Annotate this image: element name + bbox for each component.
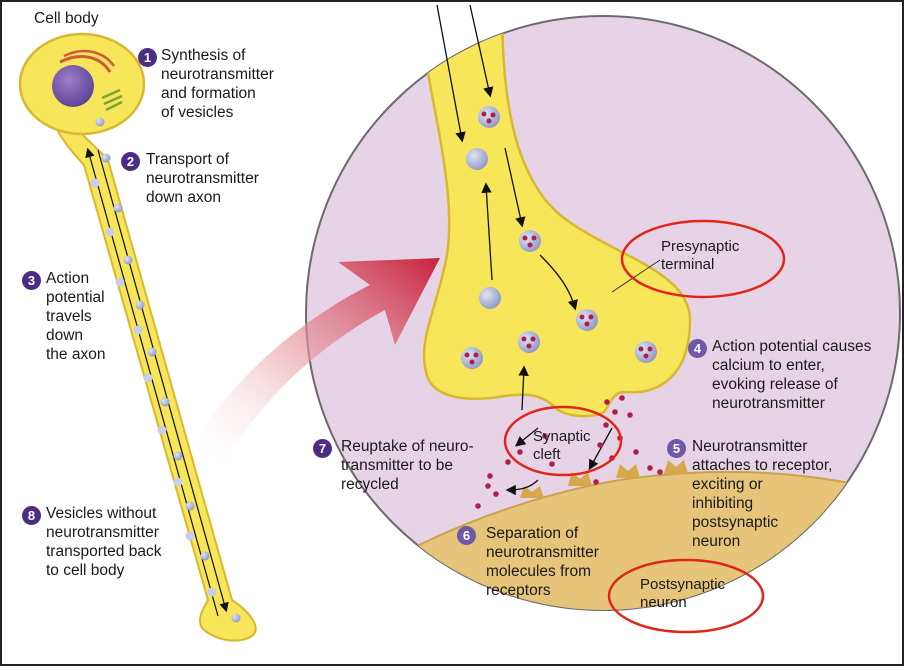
step-4-badge: 4 [688, 339, 707, 358]
neurotransmitter-molecules [475, 395, 663, 509]
receptor [664, 460, 688, 474]
golgi-apparatus [63, 49, 116, 67]
leader-line [611, 259, 661, 293]
endoplasmic-reticulum [101, 88, 123, 112]
highlight-synaptic-cleft [503, 405, 623, 477]
step-6-text: Separation of neurotransmitter molecules… [486, 525, 599, 599]
step-1-text: Synthesis of neurotransmitter and format… [161, 47, 274, 121]
separation-arrow [505, 479, 539, 496]
step-2-text: Transport of neurotransmitter down axon [146, 151, 259, 206]
golgi-apparatus [59, 55, 112, 73]
step-3-badge: 3 [22, 271, 41, 290]
terminal-arrow [469, 4, 494, 98]
terminal-arrow [481, 182, 493, 281]
step-8-badge: 8 [22, 506, 41, 525]
step-6-badge: 6 [457, 526, 476, 545]
terminal-vesicles [461, 106, 657, 369]
cleft-arrow [514, 427, 539, 447]
highlight-presynaptic [620, 219, 786, 299]
step-1-badge: 1 [138, 48, 157, 67]
step-7-badge: 7 [313, 439, 332, 458]
terminal-arrow [539, 254, 578, 311]
vesicle [95, 117, 105, 127]
presynaptic-terminal-label: Presynaptic terminal [661, 238, 740, 273]
synaptic-cleft-label: Synaptic cleft [533, 428, 591, 463]
step-8-text: Vesicles without neurotransmitter transp… [46, 505, 162, 579]
step-2-badge: 2 [121, 152, 140, 171]
terminal-arrow [436, 4, 466, 143]
cleft-arrow [588, 427, 613, 471]
receptor [520, 486, 544, 498]
reuptake-arrow [518, 365, 529, 411]
axon-arrow-down [97, 149, 229, 613]
presynaptic-terminal-shape [416, 16, 692, 418]
receptor [616, 464, 640, 478]
nucleus [52, 65, 94, 107]
step-3-text: Action potential travels down the axon [46, 270, 106, 363]
magnify-arrow [190, 258, 440, 462]
cell-body-label: Cell body [34, 10, 99, 27]
step-5-text: Neurotransmitter attaches to receptor, e… [692, 438, 833, 550]
axon-vesicles [90, 153, 241, 623]
highlight-postsynaptic [607, 558, 765, 634]
step-4-text: Action potential causes calcium to enter… [712, 338, 872, 412]
postsynaptic-neuron-label: Postsynaptic neuron [640, 576, 726, 611]
step-7-text: Reuptake of neuro- transmitter to be rec… [341, 438, 474, 493]
step-5-badge: 5 [667, 439, 686, 458]
terminal-arrow [504, 147, 526, 228]
